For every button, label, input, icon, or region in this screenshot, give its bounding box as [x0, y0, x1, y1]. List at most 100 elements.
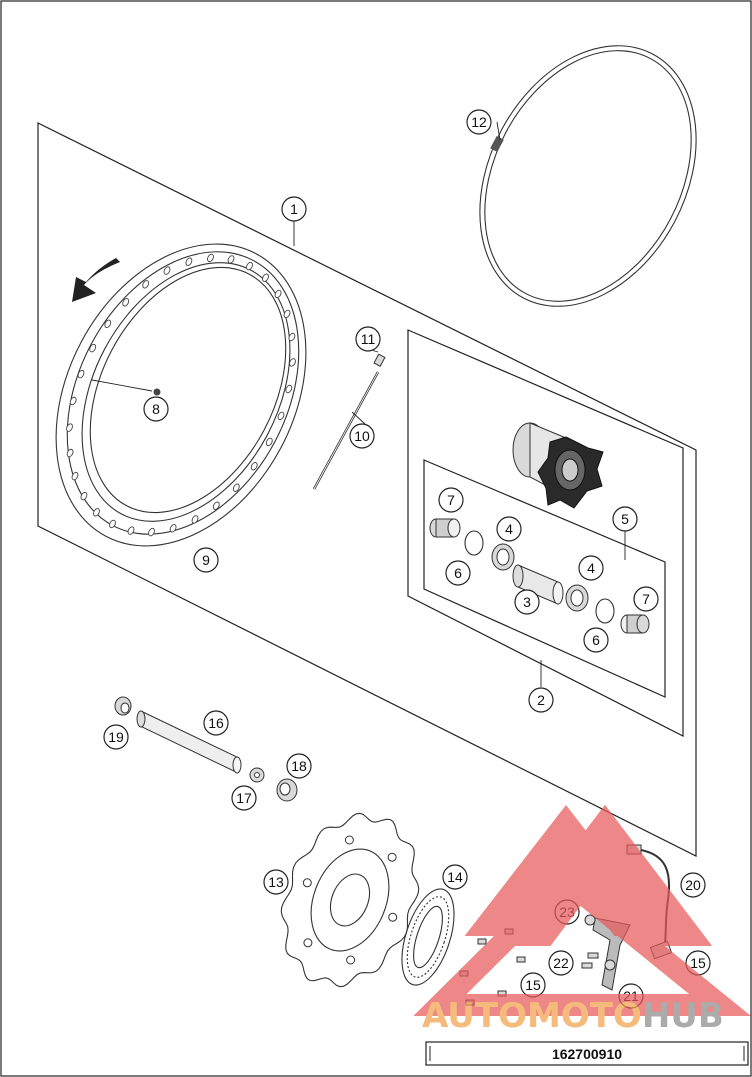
callout-number: 9 — [202, 552, 210, 568]
rim-band — [479, 45, 697, 307]
disc-bolt-hole — [387, 852, 397, 862]
callout-number: 20 — [685, 877, 701, 893]
callout-number: 3 — [523, 594, 531, 610]
callout-6: 6 — [583, 627, 609, 653]
callout-circle — [193, 547, 219, 573]
callout-number: 5 — [621, 511, 629, 527]
spoke-hole — [77, 369, 85, 379]
disc-bolt-hole — [388, 912, 398, 922]
spacer-ring-left — [464, 530, 484, 556]
callout-number: 15 — [690, 955, 706, 971]
spoke-hole — [66, 448, 74, 458]
spoke-hole — [232, 483, 240, 492]
disc-bolt-hole — [303, 938, 313, 948]
callout-number: 1 — [290, 201, 298, 217]
watermark-moto: MOTO — [527, 996, 642, 1036]
watermark-auto: AUTO — [422, 996, 527, 1036]
axle-nut — [249, 767, 265, 783]
bearing-seal-right — [620, 614, 650, 634]
callout-circle — [349, 423, 375, 449]
callout-circle — [286, 753, 312, 779]
distance-sleeve — [512, 564, 564, 605]
callout-5: 5 — [612, 506, 638, 532]
spoke-hole — [142, 280, 150, 289]
callout-circle — [231, 785, 257, 811]
spoke-hole — [285, 384, 293, 394]
spoke-hole — [227, 255, 235, 264]
spoke-hole — [163, 266, 171, 275]
bearing-left — [491, 543, 515, 571]
callout-number: 2 — [537, 692, 545, 708]
axle-spacer-right — [276, 778, 298, 802]
spoke-hole — [71, 471, 79, 481]
rim-spoke-holes — [66, 253, 296, 537]
callout-22: 22 — [548, 950, 574, 976]
brake-disc — [280, 812, 420, 988]
disc-bolt-hole — [302, 878, 312, 888]
callout-circle — [263, 869, 289, 895]
callout-circle — [612, 506, 638, 532]
spoke-hole — [289, 358, 296, 367]
callout-3: 3 — [514, 589, 540, 615]
wheel-hub — [512, 422, 604, 509]
wheel-axle — [136, 710, 242, 774]
callout-7: 7 — [438, 487, 464, 513]
bearing-right — [565, 584, 589, 612]
callout-number: 6 — [454, 565, 462, 581]
callout-number: 18 — [291, 758, 307, 774]
callout-15: 15 — [520, 972, 546, 998]
spacer-ring-right — [595, 598, 615, 624]
callout-16: 16 — [203, 710, 229, 736]
callout-number: 12 — [471, 114, 487, 130]
disc-bolt-hole — [344, 835, 354, 845]
callout-circle — [203, 710, 229, 736]
callout-7: 7 — [633, 586, 659, 612]
callout-4: 4 — [578, 555, 604, 581]
watermark-logo-mark — [413, 804, 752, 1016]
spoke-hole — [250, 462, 258, 471]
callout-8: 8 — [143, 396, 169, 422]
abs-pulse-ring — [401, 888, 455, 986]
callout-number: 15 — [525, 977, 541, 993]
callout-2: 2 — [528, 687, 554, 713]
callout-19: 19 — [103, 724, 129, 750]
spoke-hole — [191, 515, 199, 524]
spoke-hole — [207, 253, 214, 263]
bracket-screws — [581, 952, 599, 969]
watermark-hub: HUB — [642, 996, 724, 1036]
callout-number: 16 — [208, 715, 224, 731]
spoke-hole — [212, 501, 220, 510]
rim-valve — [91, 379, 161, 396]
spoke-nipple — [373, 353, 386, 367]
callout-4: 4 — [496, 516, 522, 542]
watermark: AUTOMOTOHUB — [413, 804, 752, 1036]
callout-18: 18 — [286, 753, 312, 779]
callout-number: 17 — [236, 790, 252, 806]
callout-circle — [445, 560, 471, 586]
callout-circle — [355, 326, 381, 352]
spoke-hole — [288, 332, 296, 342]
callout-circle — [442, 864, 468, 890]
spoke-hole — [93, 508, 100, 517]
diagram-id: 162700910 — [552, 1046, 622, 1062]
callout-10: 10 — [349, 423, 375, 449]
callout-number: 6 — [592, 632, 600, 648]
spoke-hole — [265, 437, 273, 447]
callout-number: 8 — [152, 401, 160, 417]
spoke-hole — [122, 298, 130, 307]
diagram-id-box: 162700910 — [425, 1041, 749, 1066]
callout-circle — [103, 724, 129, 750]
callout-9: 9 — [193, 547, 219, 573]
callout-20: 20 — [680, 872, 706, 898]
spoke-hole — [283, 309, 291, 319]
callout-number: 4 — [505, 521, 513, 537]
callout-number: 19 — [108, 729, 124, 745]
callout-number: 4 — [587, 560, 595, 576]
bearing-seal-left — [429, 518, 461, 538]
callout-circle — [528, 687, 554, 713]
callout-number: 22 — [553, 955, 569, 971]
spoke-hole — [185, 257, 193, 266]
callout-6: 6 — [445, 560, 471, 586]
